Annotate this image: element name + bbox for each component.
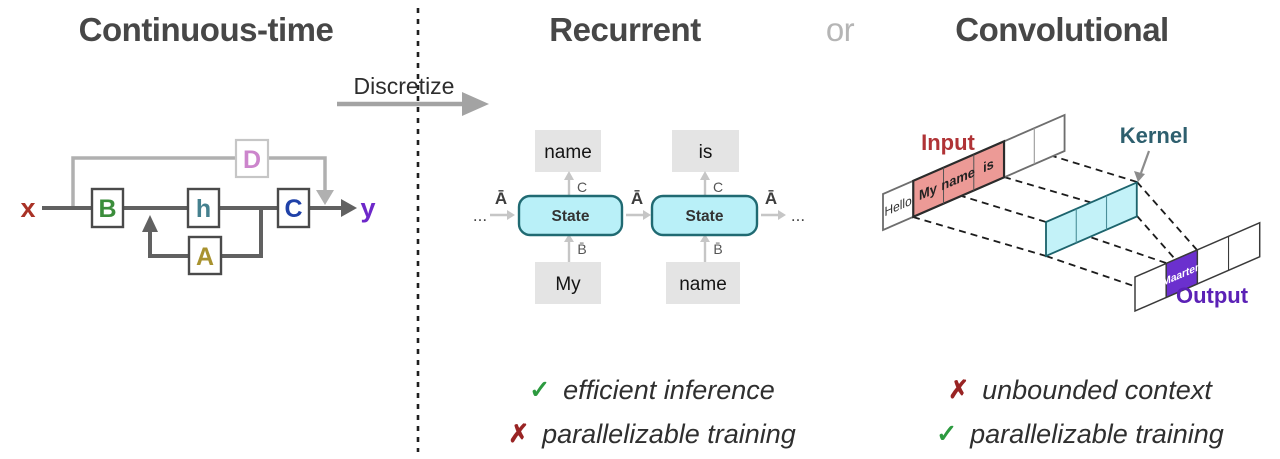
state-label-left: State [552,208,590,225]
d-skip-path [71,156,327,208]
state-label-right: State [686,208,724,225]
a-bar-label-2: Ā [631,189,643,208]
convolutional-diagram: Hello My name is Input Kernel Maarten [882,113,1261,313]
recurrent-features-list: ✓ efficient inference ✗ parallelizable t… [452,368,852,456]
output-label: Output [1176,283,1249,308]
input-label: Input [921,130,975,155]
block-D-label: D [243,146,261,174]
state-box-right [650,194,759,237]
cross-icon: ✗ [508,419,530,448]
convolutional-title: Convolutional [955,11,1169,48]
feature-text: efficient inference [563,374,775,405]
token-box [535,130,601,172]
block-C [276,187,311,229]
a-bar-label-1: Ā [495,189,507,208]
block-C-label: C [284,195,302,223]
input-strip: Hello My name is [882,113,1066,232]
block-A [187,235,223,276]
token-box [535,262,601,304]
feature-text: parallelizable training [542,418,796,449]
input-cell-my: My [919,179,937,203]
input-x-label: x [20,193,35,223]
token-my-bottom-left: My [555,274,581,295]
feature-text: parallelizable training [970,418,1224,449]
b-bar-arrowhead-icon [564,234,574,242]
discretize-label: Discretize [354,73,455,99]
continuous-time-diagram: D B h C A x y [20,138,376,276]
c-label-left: C [577,179,587,195]
c-label-right: C [713,179,723,195]
output-highlight-cell [1165,248,1199,299]
output-y-label: y [360,193,375,223]
a-bar-arrowhead-icon [778,210,786,220]
kernel-strip [1045,181,1138,258]
continuous-time-title: Continuous-time [78,11,334,48]
b-bar-arrowhead-icon [700,234,710,242]
kernel-arrowhead-icon [1134,171,1145,182]
ellipsis-right: ... [791,206,805,225]
check-icon: ✓ [529,375,551,404]
block-h [186,187,221,229]
input-highlight-window [912,139,1006,219]
b-bar-label-left: B̄ [577,241,586,257]
feature-text: unbounded context [982,374,1212,405]
block-B [90,187,125,229]
check-icon: ✓ [936,419,958,448]
list-item: ✓ efficient inference [452,368,852,412]
list-item: ✗ parallelizable training [452,412,852,456]
list-item: ✗ unbounded context [878,368,1280,412]
token-box [666,262,740,304]
block-B-label: B [98,195,116,223]
block-D [234,138,270,179]
recurrent-title: Recurrent [549,11,701,48]
a-bar-arrowhead-icon [643,210,651,220]
ellipsis-left: ... [473,206,487,225]
discretize-arrow: Discretize [337,73,489,116]
input-cell-is: is [983,155,994,176]
discretize-arrowhead-icon [462,92,489,116]
feedback-arrowhead-icon [142,215,158,232]
token-name-top-left: name [544,142,592,163]
token-is-top-right: is [699,142,713,163]
c-arrowhead-icon [564,171,574,180]
c-arrowhead-icon [700,171,710,180]
token-box [672,130,739,172]
convolutional-features-list: ✗ unbounded context ✓ parallelizable tra… [878,368,1280,456]
a-bar-arrowhead-icon [507,210,515,220]
state-box-left [517,194,624,237]
kernel-pointer-arrow [1139,150,1151,174]
cross-icon: ✗ [948,375,970,404]
b-bar-label-right: B̄ [713,241,722,257]
block-h-label: h [196,195,211,223]
block-A-label: A [196,243,214,271]
a-bar-label-3: Ā [765,189,777,208]
token-name-bottom-right: name [679,274,727,295]
recurrent-diagram: name is My name C C B̄ B̄ ... Ā [473,130,805,304]
kernel-label: Kernel [1120,123,1188,148]
output-strip: Maarten [1134,221,1261,313]
output-arrowhead-icon [341,199,357,217]
d-path-arrowhead-icon [316,190,334,205]
or-label: or [825,11,855,48]
list-item: ✓ parallelizable training [878,412,1280,456]
